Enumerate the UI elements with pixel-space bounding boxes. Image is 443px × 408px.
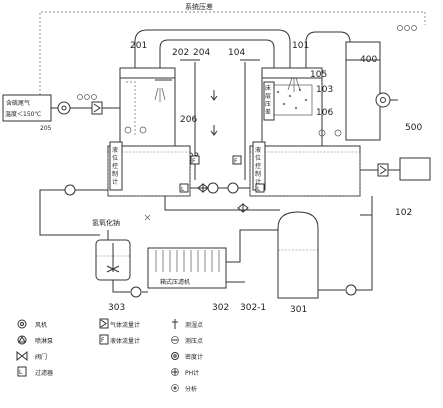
legend-gas-flowmeter-text: 气体流量计 [110,321,140,329]
bed-pressure-box [263,81,275,121]
legend-analysis-text: 分析 [185,385,197,393]
filter-press [147,247,227,289]
label-104: 104 [228,48,245,58]
legend-density-icon [171,352,179,360]
svg-text:F: F [234,158,238,165]
left-liquid-flowmeter-icon [190,155,200,165]
svg-text:F: F [192,158,196,165]
svg-text:L: L [181,186,185,193]
label-206: 206 [180,115,197,125]
label-102: 102 [395,208,412,218]
svg-text:L: L [257,186,261,193]
label-302-1: 302-1 [240,303,266,313]
legend-valve-icon [16,350,28,362]
storage-pump-icon [345,284,357,296]
label-106: 106 [316,108,333,118]
stack-fan-icon [375,92,391,108]
legend-valve-text: 阀门 [35,353,47,361]
system-pressure-line [39,11,426,95]
left-pressure-icon [139,126,147,134]
spray-pump-left-icon [207,182,219,194]
label-201: 201 [130,41,147,51]
legend-humidity-icon [172,319,178,329]
svg-text:L: L [19,369,23,376]
stack-tower [345,41,381,141]
label-105: 105 [310,70,327,80]
inlet-label-line2: 温度＜150℃ [5,110,41,118]
filter-right-icon [255,183,265,193]
legend-spray-pump-text: 喷淋泵 [35,337,53,345]
bed-pressure-label: 床层压差 [265,84,271,116]
inlet-humidity-icon [91,94,97,100]
label-202: 202 [172,48,189,58]
legend-humidity-text: 测湿点 [185,321,203,329]
left-pressure-icon-2 [124,126,132,134]
left-level-label: 液位控制计 [112,146,118,186]
left-level-controller [109,141,123,191]
legend-liquid-flowmeter-icon [99,334,109,345]
label-302: 302 [212,303,229,313]
legend-filter-text: 过滤器 [35,369,53,377]
label-205: 205 [40,125,52,132]
label-400: 400 [360,55,377,65]
legend-fan-text: 风机 [35,321,47,329]
system-pressure-label: 系统压差 [185,2,213,11]
legend-fan-icon [17,319,27,329]
dosing-pump-icon [130,286,142,298]
legend: 风机 气体流量计 测湿点 喷淋泵 F 液体流量计 测压点 阀门 密度计 L 过滤… [16,318,203,393]
duct-to-stack [305,31,360,131]
label-204: 204 [193,48,210,58]
label-303: 303 [108,303,125,313]
svg-text:F: F [101,337,105,344]
legend-ph-text: PH计 [185,369,199,377]
right-level-label: 液位控制计 [255,146,261,186]
right-pressure-icon [318,129,326,137]
label-301: 301 [290,305,307,315]
duct-left-top [134,29,291,68]
inlet-box [2,94,52,122]
inlet-analysis-icon [77,94,83,100]
inlet-ph-icon [84,94,90,100]
left-return-pump-icon [64,184,76,196]
legend-gas-flowmeter-icon [99,318,109,329]
storage-tank-301 [277,211,319,299]
label-101: 101 [292,41,309,51]
legend-pressure-text: 测压点 [185,337,203,345]
right-liquid-flowmeter-icon [232,155,242,165]
right-pressure-icon-2 [334,129,342,137]
legend-filter-icon [17,366,27,377]
inlet-label-line1: 含硫尾气 [6,99,30,107]
legend-analysis-icon [171,384,179,392]
unit-500 [399,157,431,181]
legend-ph-icon [171,368,179,376]
legend-density-text: 密度计 [185,353,203,361]
filter-left-icon [179,183,189,193]
label-500: 500 [405,123,422,133]
sodium-hydroxide-label: 氢氧化钠 [92,218,120,227]
right-tank [249,145,361,197]
legend-liquid-flowmeter-text: 液体流量计 [110,337,140,345]
spray-pump-right-icon [227,182,239,194]
label-103: 103 [316,85,333,95]
legend-pressure-icon [171,336,179,344]
filter-press-label: 箱式压滤机 [160,278,190,286]
inlet-fan-icon [57,101,71,115]
